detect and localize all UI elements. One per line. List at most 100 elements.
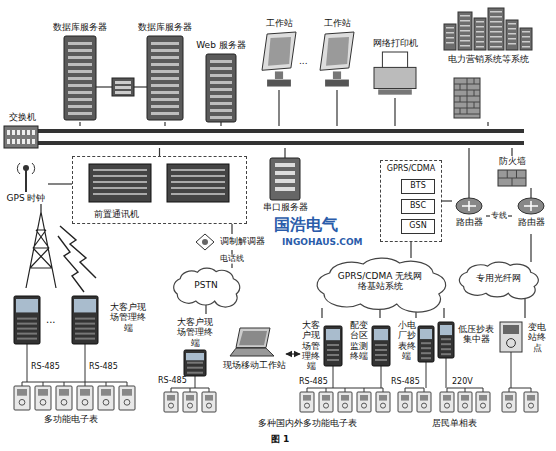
node-label: 数据库服务器 [135, 22, 195, 32]
node-label: PSTN [170, 280, 242, 290]
connector [231, 224, 232, 234]
printer-node: 网络打印机 [368, 38, 422, 98]
connector [48, 183, 72, 184]
node-label: GPS 时钟 [4, 193, 48, 203]
serial-server-node: 串口服务器 [258, 158, 312, 216]
bus-name: RS-485 [299, 377, 328, 386]
node-label: 串口服务器 [258, 202, 312, 212]
laptop-node: 现场移动工作站 [222, 328, 286, 380]
node-label: 低压抄表集中器 [456, 324, 496, 345]
node-label: GSN [402, 221, 434, 230]
network-cloud: PSTN [170, 268, 242, 304]
voltage-label: 220V [452, 377, 473, 386]
node-label: 配变台区监测终端 [348, 320, 370, 361]
bus-name: RS-485 [31, 362, 60, 371]
group-label: 多功能电子表 [44, 414, 98, 424]
system-node: 电力营销系统等系统 [440, 6, 536, 122]
meter-rows [14, 344, 538, 412]
node-label: 大客户现场管理终端 [174, 317, 216, 348]
terminal-node: 配变台区监测终端 [348, 318, 392, 380]
node-label: 大客户现场管理终端 [108, 302, 148, 333]
station-box: GSN [401, 219, 435, 234]
connector [394, 98, 395, 126]
node-label: 变电站终点 [526, 322, 548, 353]
server-node: 数据库服务器 [135, 22, 195, 122]
ellipsis: ... [299, 56, 308, 66]
group-label: 多种国内外多功能电子表 [258, 418, 357, 428]
gps-clock-node: GPS 时钟 [4, 162, 48, 206]
node-label: 网络打印机 [368, 38, 422, 48]
connector [524, 296, 525, 318]
node-icon [222, 328, 286, 380]
node-label: 专用光纤网 [455, 273, 541, 283]
node-label: 前置通讯机 [81, 209, 151, 219]
connector [487, 122, 488, 126]
server-node: 数据库服务器 [50, 22, 110, 122]
bus-name: RS-485 [89, 362, 118, 371]
connector [79, 122, 80, 126]
connector [284, 148, 285, 158]
workstation-node: 工作站 [318, 18, 356, 90]
gprs-group: BTSBSCGSNGPRS/CDMA [380, 160, 442, 242]
node-icon [196, 40, 246, 122]
node-label: GPRS/CDMA [381, 164, 441, 173]
node-label: 调制解调器 [216, 236, 268, 246]
node-icon [135, 22, 195, 122]
node-label: 大客户现场管理终端 [300, 320, 322, 372]
edge-label: 电话线 [219, 255, 245, 264]
connector [443, 308, 444, 318]
node-label: BTS [402, 181, 434, 190]
connector [220, 122, 221, 126]
node-label: 防火墙 [490, 156, 534, 166]
node-label: GPRS/CDMA 无线网络基站系统 [335, 271, 425, 292]
connector [511, 148, 512, 156]
node-icon [260, 18, 298, 90]
connector [410, 242, 411, 258]
workstation-node: 工作站 [260, 18, 298, 90]
station-box: BTS [401, 179, 435, 194]
node-label: 工作站 [260, 18, 298, 28]
switch-bus: 交换机 [4, 126, 524, 148]
terminal-node: 大客户现场管理终端 [172, 314, 218, 376]
terminal-node: 小电厂抄表终端 [396, 318, 436, 380]
router-node: 路由器 [452, 198, 486, 234]
disk-array [96, 78, 147, 96]
connector [336, 90, 337, 126]
connector [164, 122, 165, 126]
connector [286, 353, 300, 354]
server-node: Web 服务器 [196, 40, 246, 122]
edge-label: 专线 [490, 212, 508, 221]
connector [159, 148, 160, 156]
front-end-group: 前置通讯机 [72, 156, 247, 224]
figure-caption: 图 1 [258, 434, 302, 444]
node-label: 现场移动工作站 [222, 360, 286, 370]
connector [278, 90, 279, 126]
network-cloud: 专用光纤网 [455, 262, 541, 296]
connector [530, 188, 531, 198]
network-cloud: GPRS/CDMA 无线网络基站系统 [310, 258, 450, 308]
router-node: 路由器 [512, 198, 550, 234]
connector [442, 200, 452, 201]
connector [530, 234, 531, 262]
bus-name: RS-485 [391, 377, 420, 386]
ellipsis: ... [46, 314, 56, 326]
node-label: 交换机 [4, 112, 40, 122]
node-label: 工作站 [318, 18, 356, 28]
terminal-group: 大客户现场管理终端 [8, 296, 148, 354]
connector [468, 148, 469, 198]
node-label: Web 服务器 [196, 40, 246, 50]
node-icon [318, 18, 356, 90]
node-icon [4, 126, 524, 148]
bus-name: RS-485 [158, 376, 187, 385]
substation-node: 变电站终点 [500, 318, 550, 368]
connector [321, 308, 322, 318]
node-label: 电力营销系统等系统 [442, 54, 534, 64]
node-label: 路由器 [452, 217, 486, 227]
terminal-node: 大客户现场管理终端 [300, 318, 344, 380]
node-label: 小电厂抄表终端 [396, 320, 417, 361]
group-label: 居民单相表 [432, 418, 477, 428]
concentrator-node: 低压抄表集中器 [438, 318, 496, 368]
node-label: 路由器 [512, 217, 550, 227]
node-icon [512, 198, 550, 234]
